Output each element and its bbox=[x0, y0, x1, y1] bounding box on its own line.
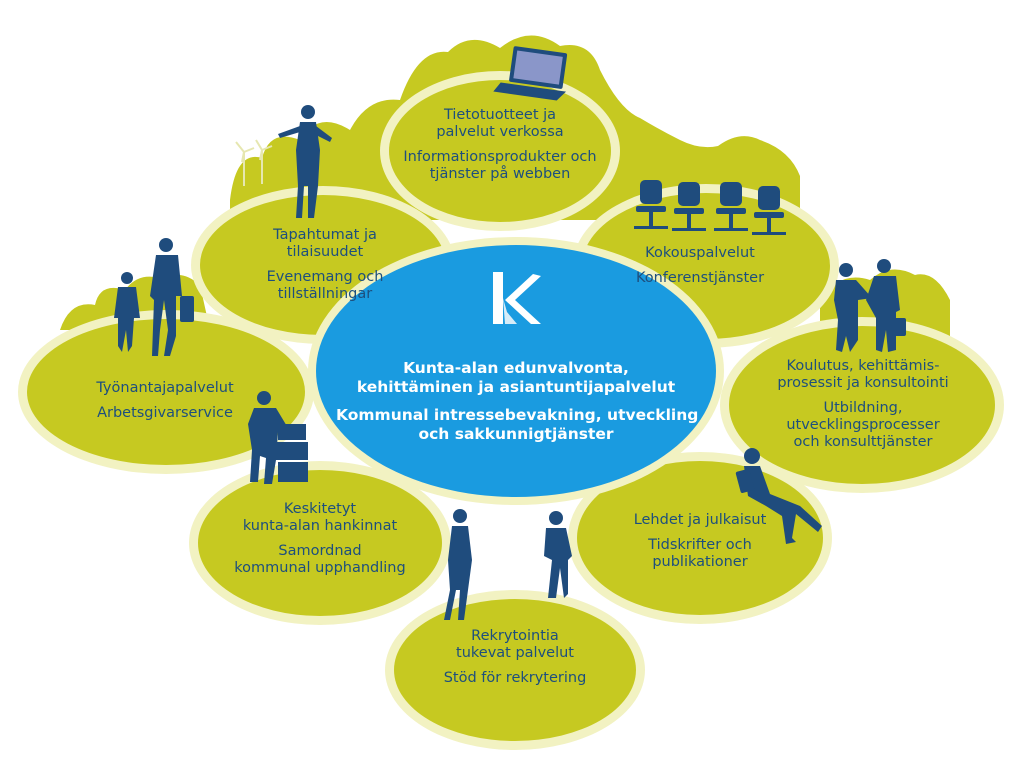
service-procurement-sv-2: kommunal upphandling bbox=[234, 560, 406, 576]
walking-man-icon bbox=[544, 511, 572, 598]
presenter-silhouette-icon bbox=[278, 105, 332, 218]
service-training-sv-2: utvecklingsprocesser bbox=[786, 417, 940, 433]
service-employer-fi-1: Työnantajapalvelut bbox=[96, 380, 234, 396]
laptop-icon bbox=[493, 46, 568, 101]
service-employer: Työnantajapalvelut Arbetsgivarservice bbox=[60, 380, 270, 422]
chairs-icon bbox=[634, 180, 786, 235]
service-publications-sv-2: publikationer bbox=[652, 554, 748, 570]
center-sv-2: och sakkunnigtjänster bbox=[418, 425, 614, 443]
service-procurement-fi-2: kunta-alan hankinnat bbox=[242, 518, 398, 534]
service-web-fi-1: Tietotuotteet ja bbox=[443, 107, 557, 123]
petal-recruitment bbox=[385, 590, 645, 750]
service-recruitment-fi-1: Rekrytointia bbox=[471, 628, 559, 644]
service-training-fi-2: prosessit ja konsultointi bbox=[777, 375, 949, 391]
service-recruitment-fi-2: tukevat palvelut bbox=[456, 645, 574, 661]
service-events: Tapahtumat ja tilaisuudet Evenemang och … bbox=[215, 227, 435, 303]
petal-procurement bbox=[189, 461, 451, 625]
center-fi-1: Kunta-alan edunvalvonta, bbox=[403, 359, 629, 377]
service-recruitment-sv-1: Stöd för rekrytering bbox=[443, 670, 587, 686]
service-events-sv-2: tillställningar bbox=[277, 286, 373, 302]
reading-person-icon bbox=[735, 448, 822, 544]
service-conference-sv-1: Konferenstjänster bbox=[635, 270, 765, 286]
service-conference-fi-1: Kokouspalvelut bbox=[645, 245, 755, 261]
service-recruitment: Rekrytointia tukevat palvelut Stöd för r… bbox=[410, 628, 620, 687]
center-circle bbox=[308, 237, 724, 505]
handshake-icon bbox=[834, 259, 906, 352]
service-training-sv-3: och konsulttjänster bbox=[793, 434, 933, 450]
service-procurement: Keskitetyt kunta-alan hankinnat Samordna… bbox=[210, 501, 430, 577]
wind-turbines-icon bbox=[235, 139, 273, 186]
service-training: Koulutus, kehittämis- prosessit ja konsu… bbox=[748, 358, 978, 451]
service-conference: Kokouspalvelut Konferenstjänster bbox=[600, 245, 800, 287]
walking-businessmen-icon bbox=[114, 238, 194, 356]
walking-woman-icon bbox=[444, 509, 472, 620]
petal-employer bbox=[18, 310, 314, 474]
service-web-sv-1: Informationsprodukter och bbox=[403, 149, 597, 165]
service-web-sv-2: tjänster på webben bbox=[429, 166, 571, 182]
k-logo-icon bbox=[493, 272, 541, 324]
service-web: Tietotuotteet ja palvelut verkossa Infor… bbox=[390, 107, 610, 183]
center-sv-1: Kommunal intressebevakning, utveckling bbox=[336, 406, 699, 424]
service-web-fi-2: palvelut verkossa bbox=[436, 124, 564, 140]
service-publications: Lehdet ja julkaisut Tidskrifter och publ… bbox=[600, 512, 800, 571]
service-procurement-sv-1: Samordnad bbox=[278, 543, 362, 559]
service-publications-sv-1: Tidskrifter och bbox=[648, 537, 752, 553]
petal-training bbox=[720, 317, 1004, 493]
service-training-sv-1: Utbildning, bbox=[823, 400, 903, 416]
service-training-fi-1: Koulutus, kehittämis- bbox=[786, 358, 940, 374]
service-publications-fi-1: Lehdet ja julkaisut bbox=[633, 512, 767, 528]
service-events-fi-1: Tapahtumat ja bbox=[273, 227, 377, 243]
petal-web bbox=[380, 71, 620, 231]
center-fi-2: kehittäminen ja asiantuntijapalvelut bbox=[356, 378, 676, 396]
service-procurement-fi-1: Keskitetyt bbox=[283, 501, 357, 517]
service-events-sv-1: Evenemang och bbox=[266, 269, 384, 285]
service-events-fi-2: tilaisuudet bbox=[286, 244, 364, 260]
center-text: Kunta-alan edunvalvonta, kehittäminen ja… bbox=[336, 359, 699, 444]
worker-with-boxes-icon bbox=[248, 391, 308, 484]
service-employer-sv-1: Arbetsgivarservice bbox=[97, 405, 233, 421]
